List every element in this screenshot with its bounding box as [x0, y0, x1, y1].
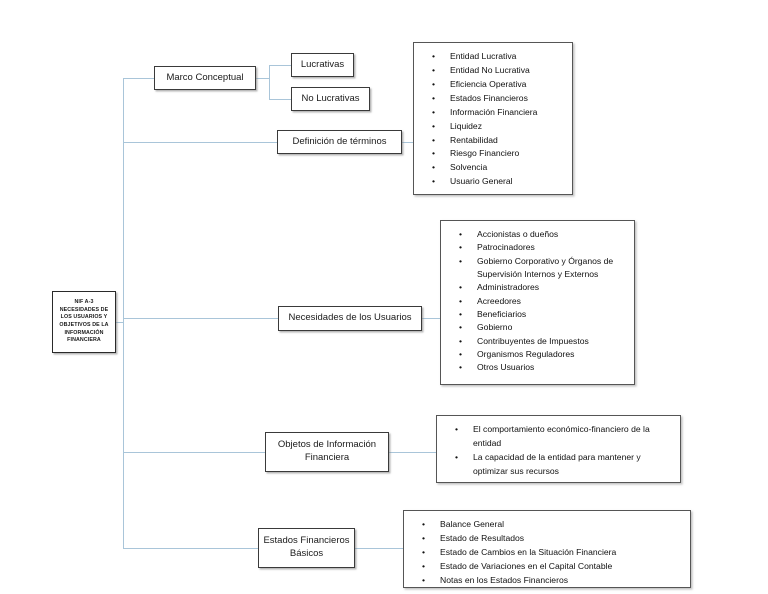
list-item: Balance General	[410, 518, 682, 532]
connector-branch-definicion	[123, 142, 277, 143]
connector-branch-necesidades	[123, 318, 278, 319]
list-item: Gobierno Corporativo y Órganos de Superv…	[447, 255, 626, 282]
connector-branch-lucrativas	[269, 65, 291, 66]
list-terminos: Entidad Lucrativa Entidad No Lucrativa E…	[420, 50, 564, 189]
connector-branch-objetos	[123, 452, 265, 453]
list-item: Estados Financieros	[420, 92, 564, 106]
list-item: Gobierno	[447, 321, 626, 335]
list-item: Liquidez	[420, 120, 564, 134]
root-text: NECESIDADES DE LOS USUARIOS Y OBJETIVOS …	[59, 306, 109, 344]
list-item: Estado de Resultados	[410, 532, 682, 546]
list-item: Estado de Cambios en la Situación Financ…	[410, 546, 682, 560]
list-box-terminos: Entidad Lucrativa Entidad No Lucrativa E…	[413, 42, 573, 195]
list-objetos: El comportamiento económico-financiero d…	[443, 423, 672, 479]
list-item: Solvencia	[420, 161, 564, 175]
list-item: Otros Usuarios	[447, 361, 626, 375]
list-item: Riesgo Financiero	[420, 147, 564, 161]
connector-definicion-out	[402, 142, 414, 143]
node-lucrativas[interactable]: Lucrativas	[291, 53, 354, 77]
connector-marco-out	[256, 78, 270, 79]
list-item: Accionistas o dueños	[447, 228, 626, 242]
node-objetos-informacion[interactable]: Objetos de Información Financiera	[265, 432, 389, 472]
list-item: Usuario General	[420, 175, 564, 189]
list-box-estados: Balance General Estado de Resultados Est…	[403, 510, 691, 588]
list-item: Patrocinadores	[447, 241, 626, 255]
list-estados: Balance General Estado de Resultados Est…	[410, 518, 682, 588]
connector-branch-marco	[123, 78, 154, 79]
connector-objetos-out	[389, 452, 436, 453]
node-estados-basicos[interactable]: Estados Financieros Básicos	[258, 528, 355, 568]
root-code: NIF A-3	[74, 298, 94, 305]
list-item: Estado de Variaciones en el Capital Cont…	[410, 560, 682, 574]
connector-branch-estados	[123, 548, 258, 549]
list-item: Beneficiarios	[447, 308, 626, 322]
node-definicion-terminos[interactable]: Definición de términos	[277, 130, 402, 154]
list-item: La capacidad de la entidad para mantener…	[443, 451, 672, 479]
list-item: Eficiencia Operativa	[420, 78, 564, 92]
list-item: Notas en los Estados Financieros	[410, 574, 682, 588]
list-item: Información Financiera	[420, 106, 564, 120]
node-marco-conceptual[interactable]: Marco Conceptual	[154, 66, 256, 90]
connector-branch-no-lucrativas	[269, 99, 291, 100]
list-item: Rentabilidad	[420, 134, 564, 148]
list-box-usuarios: Accionistas o dueños Patrocinadores Gobi…	[440, 220, 635, 385]
connector-estados-out	[355, 548, 404, 549]
list-item: Organismos Reguladores	[447, 348, 626, 362]
node-no-lucrativas[interactable]: No Lucrativas	[291, 87, 370, 111]
list-item: Contribuyentes de Impuestos	[447, 335, 626, 349]
list-usuarios: Accionistas o dueños Patrocinadores Gobi…	[447, 228, 626, 375]
list-item: Acreedores	[447, 295, 626, 309]
root-node[interactable]: NIF A-3 NECESIDADES DE LOS USUARIOS Y OB…	[52, 291, 116, 353]
connector-main-trunk	[123, 78, 124, 549]
list-item: Entidad No Lucrativa	[420, 64, 564, 78]
connector-sub-trunk	[269, 65, 270, 100]
node-necesidades-usuarios[interactable]: Necesidades de los Usuarios	[278, 306, 422, 331]
connector-necesidades-out	[422, 318, 441, 319]
list-item: Entidad Lucrativa	[420, 50, 564, 64]
list-item: El comportamiento económico-financiero d…	[443, 423, 672, 451]
list-box-objetos: El comportamiento económico-financiero d…	[436, 415, 681, 483]
list-item: Administradores	[447, 281, 626, 295]
connector-root-stub	[116, 322, 124, 323]
